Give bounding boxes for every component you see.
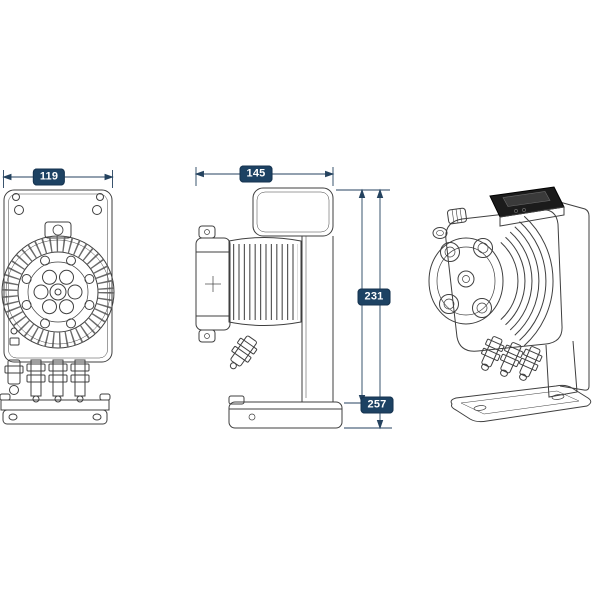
front-valve-fittings	[4, 359, 90, 403]
display-screen	[502, 191, 551, 207]
dimension-annotations	[2, 167, 392, 430]
dimension-label-side-depth: 145	[239, 165, 273, 183]
side-view-drawing	[195, 187, 343, 429]
front-view-drawing	[0, 189, 115, 425]
dimension-label-front-width: 119	[32, 168, 66, 186]
dimension-label-height-to-base: 231	[357, 288, 391, 306]
isometric-view-drawing	[428, 186, 592, 423]
dimension-label-overall-height: 257	[360, 396, 394, 414]
